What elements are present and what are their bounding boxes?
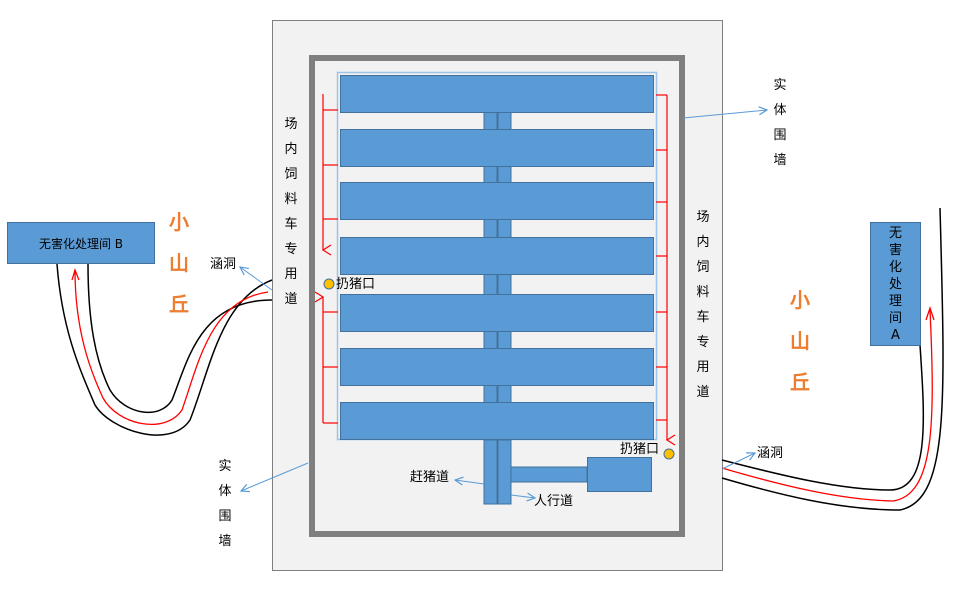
barn-2 — [340, 129, 654, 167]
feed-road-label-right: 场内饲料车专用道 — [696, 210, 710, 400]
walkway-label: 人行道 — [534, 494, 574, 509]
culvert-label-left: 涵洞 — [210, 257, 237, 272]
connector-path — [510, 466, 588, 483]
treatment-room-b: 无害化处理间 B — [7, 222, 155, 264]
solid-wall-label-left: 实体围墙 — [218, 459, 232, 549]
road-to-treatment-b — [56, 263, 273, 436]
treatment-room-b-label: 无害化处理间 B — [38, 236, 124, 251]
solid-wall-label-right: 实体围墙 — [773, 78, 787, 168]
road-to-treatment-a — [721, 207, 944, 511]
treatment-room-a: 无害化处理间A — [870, 222, 921, 346]
left-red-route — [314, 94, 338, 424]
hill-label-left: 小山丘 — [169, 210, 189, 316]
right-red-route — [656, 94, 676, 446]
hill-label-right: 小山丘 — [790, 288, 810, 394]
drop-point-left-marker — [323, 278, 335, 290]
barns — [340, 75, 654, 440]
loading-room — [587, 457, 652, 492]
pig-driving-road-shape — [483, 439, 498, 505]
walkway-shape — [497, 439, 512, 505]
drop-point-label-left: 扔猪口 — [336, 277, 376, 292]
barn-4 — [340, 237, 654, 275]
barn-1 — [340, 75, 654, 113]
treatment-room-a-label: 无害化处理间A — [888, 225, 902, 343]
barn-6 — [340, 348, 654, 386]
pointer-arrows — [240, 110, 767, 498]
barn-7 — [340, 402, 654, 440]
drop-point-label-right: 扔猪口 — [620, 442, 660, 457]
culvert-label-right: 涵洞 — [757, 446, 784, 461]
feed-road-label-left: 场内饲料车专用道 — [284, 117, 298, 307]
pig-driving-road-label: 赶猪道 — [410, 470, 450, 485]
barn-3 — [340, 182, 654, 220]
drop-point-right-marker — [663, 448, 675, 460]
barn-5 — [340, 294, 654, 332]
